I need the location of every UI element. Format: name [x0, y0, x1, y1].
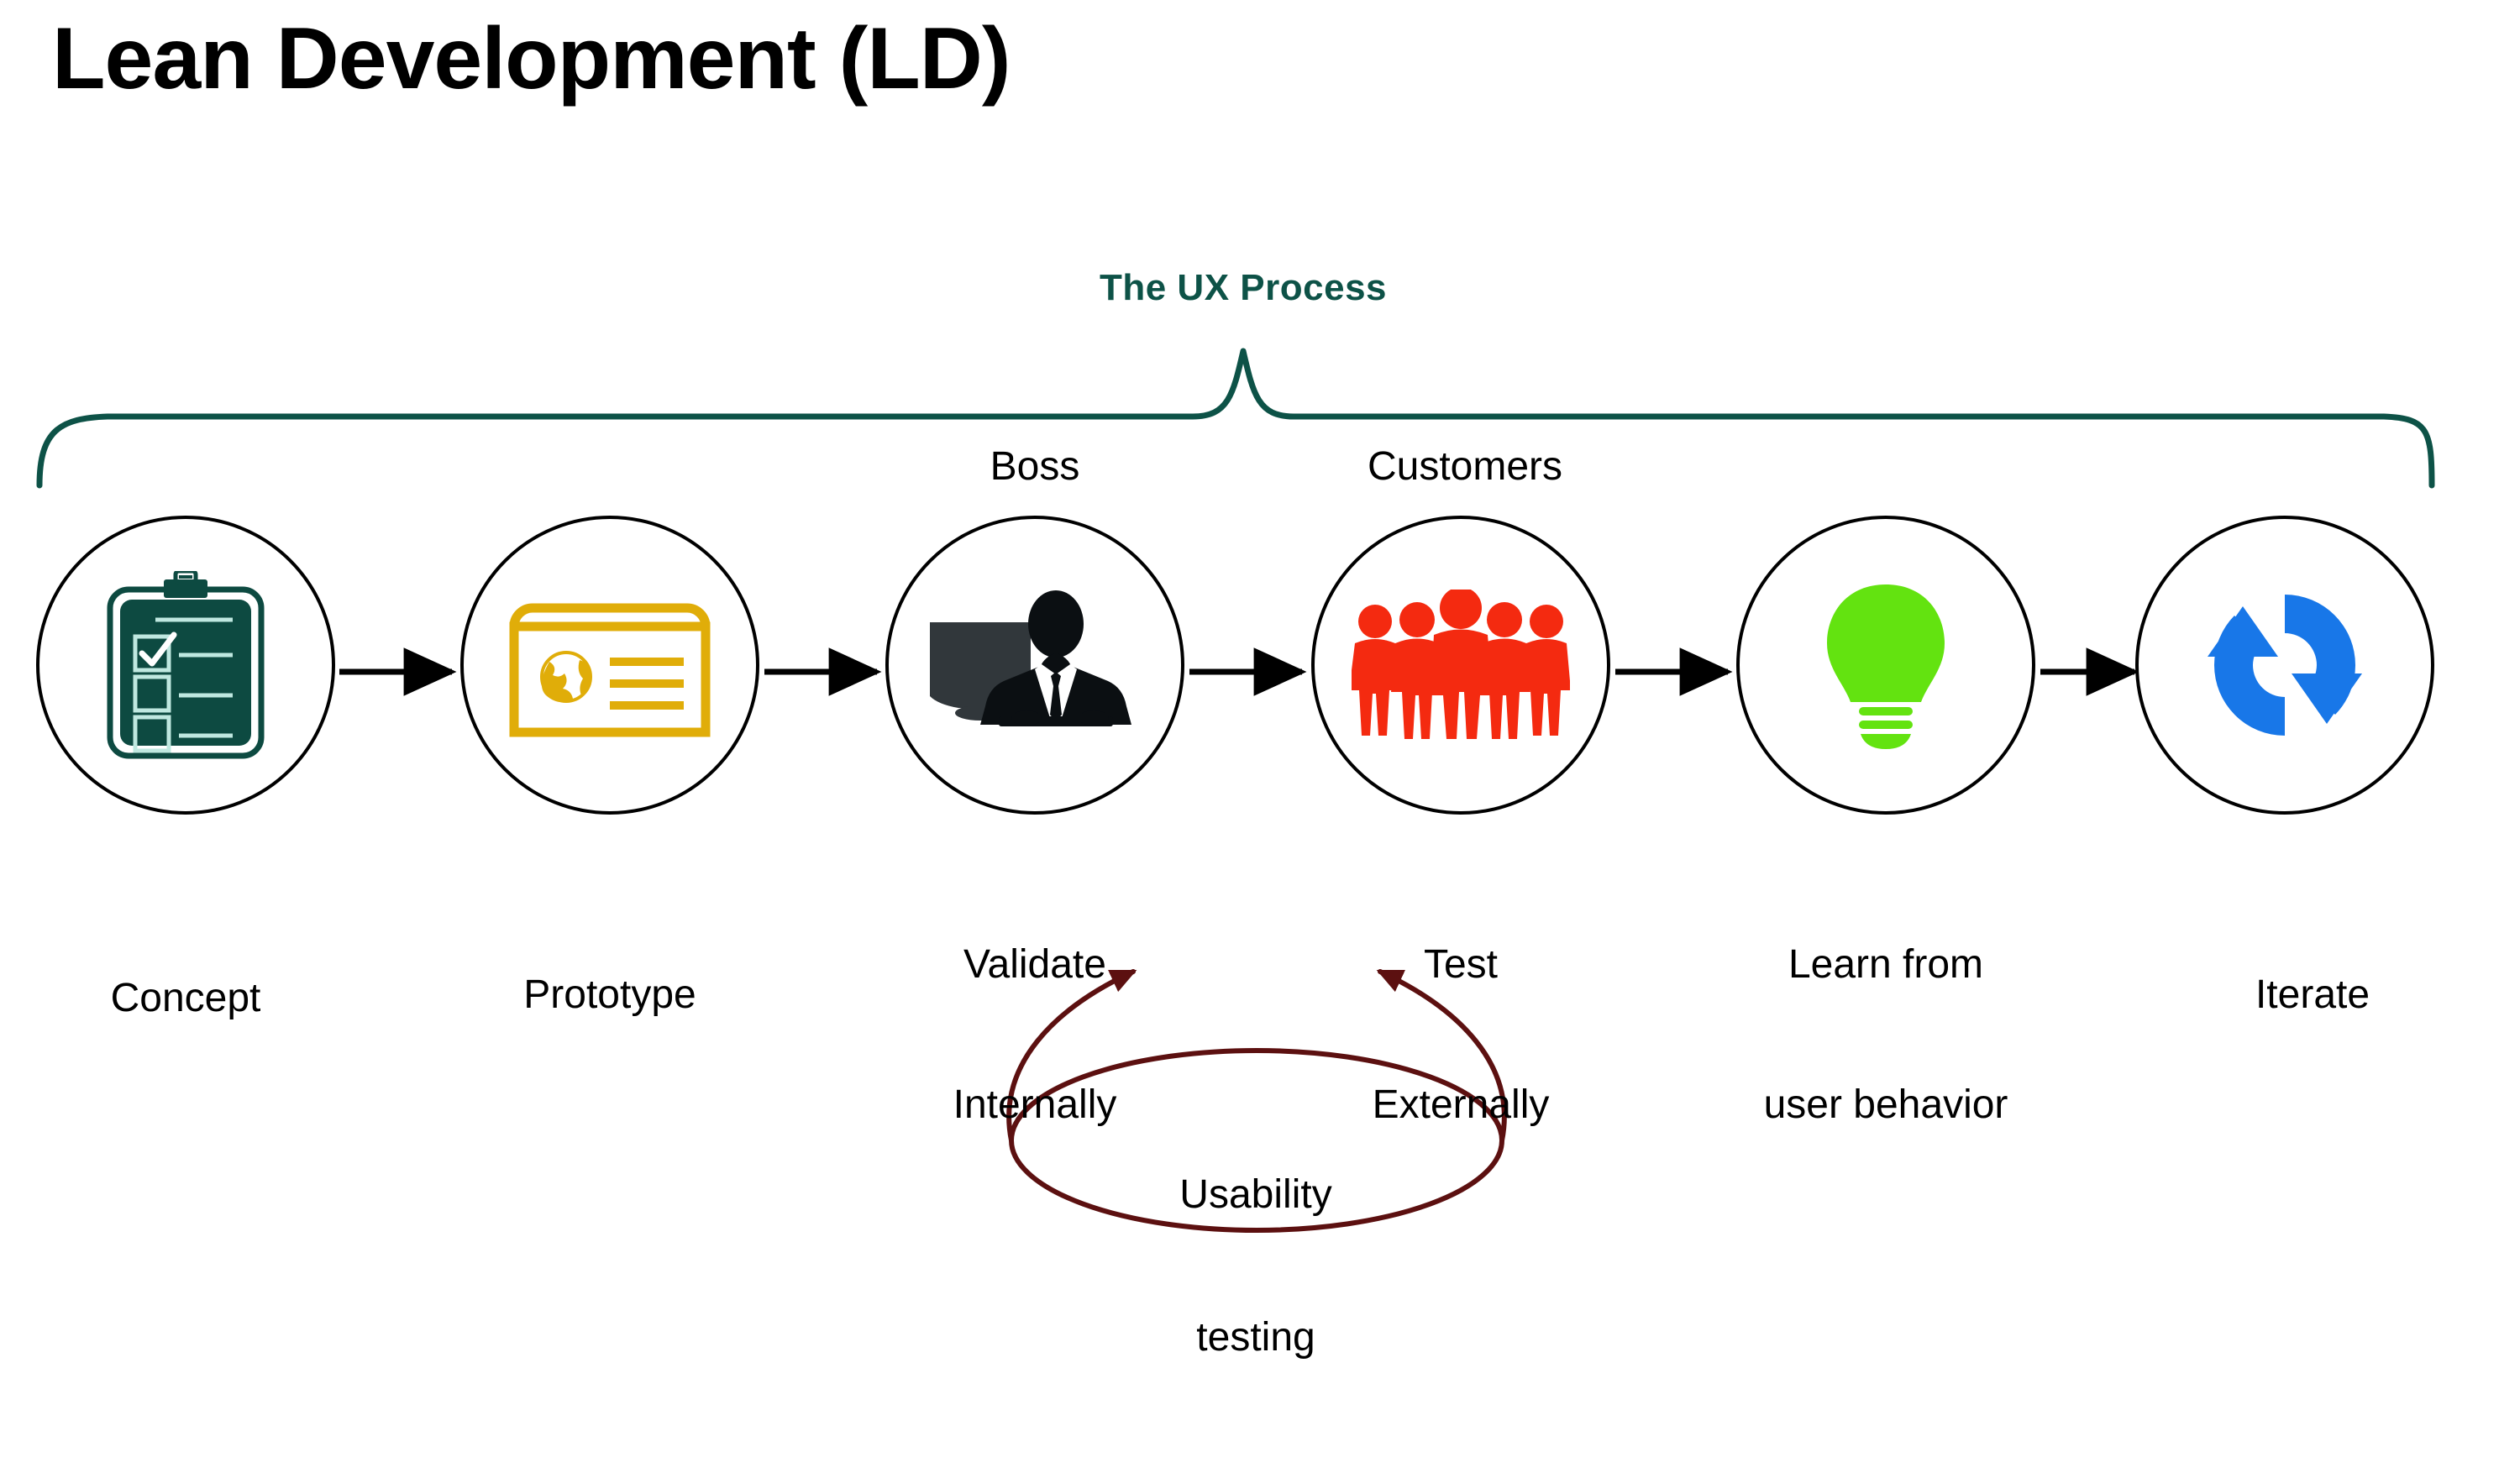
stage-label-line1: Iterate — [2255, 972, 2370, 1018]
people-group-icon — [1352, 590, 1570, 741]
stage-label-line1: Concept — [110, 976, 261, 1021]
stage-label-learn-from-user-behavior: Learn from user behavior — [1764, 848, 2008, 1222]
diagram-canvas: Lean Development (LD) The UX Process — [0, 10, 2520, 1360]
stage-label-line2: Externally — [1372, 1082, 1550, 1128]
clipboard-checklist-icon — [102, 570, 270, 760]
businessman-monitor-icon — [921, 585, 1148, 745]
stage-label-test-externally: Test Externally — [1373, 848, 1550, 1222]
browser-window-globe-icon — [509, 590, 711, 741]
lightbulb-icon — [1819, 581, 1953, 749]
stage-label-line2: Internally — [953, 1082, 1117, 1128]
stage-label-iterate: Iterate — [2255, 878, 2370, 1112]
stage-label-prototype: Prototype — [523, 878, 696, 1112]
stage-label-line1: Prototype — [523, 972, 696, 1018]
stage-label-line1: Learn from — [1788, 942, 1984, 988]
stage-label-line2: user behavior — [1763, 1082, 2008, 1128]
actor-label-customers: Customers — [1367, 444, 1563, 489]
stage-node-test-externally[interactable] — [1311, 516, 1610, 815]
stage-label-line1: Test — [1423, 942, 1499, 988]
stage-node-validate-internally[interactable] — [885, 516, 1184, 815]
stage-label-line1: Validate — [963, 942, 1106, 988]
usability-testing-label-line1: Usability — [1179, 1172, 1332, 1218]
usability-testing-label-line2: testing — [1196, 1315, 1315, 1360]
stage-node-concept[interactable] — [36, 516, 335, 815]
actor-label-boss: Boss — [990, 444, 1080, 489]
stage-label-concept: Concept — [111, 882, 261, 1115]
stage-node-iterate[interactable] — [2135, 516, 2434, 815]
usability-testing-label: Usability testing — [1179, 1077, 1331, 1457]
stage-node-learn-from-user-behavior[interactable] — [1736, 516, 2035, 815]
ux-process-label-text: The UX Process — [1099, 267, 1388, 308]
ux-process-brace — [36, 348, 2435, 489]
refresh-cycle-icon — [2201, 581, 2369, 749]
ux-process-label: The UX Process — [0, 267, 2520, 309]
stage-label-validate-internally: Validate Internally — [953, 848, 1117, 1222]
page-title: Lean Development (LD) — [52, 10, 1011, 107]
stage-node-prototype[interactable] — [460, 516, 759, 815]
